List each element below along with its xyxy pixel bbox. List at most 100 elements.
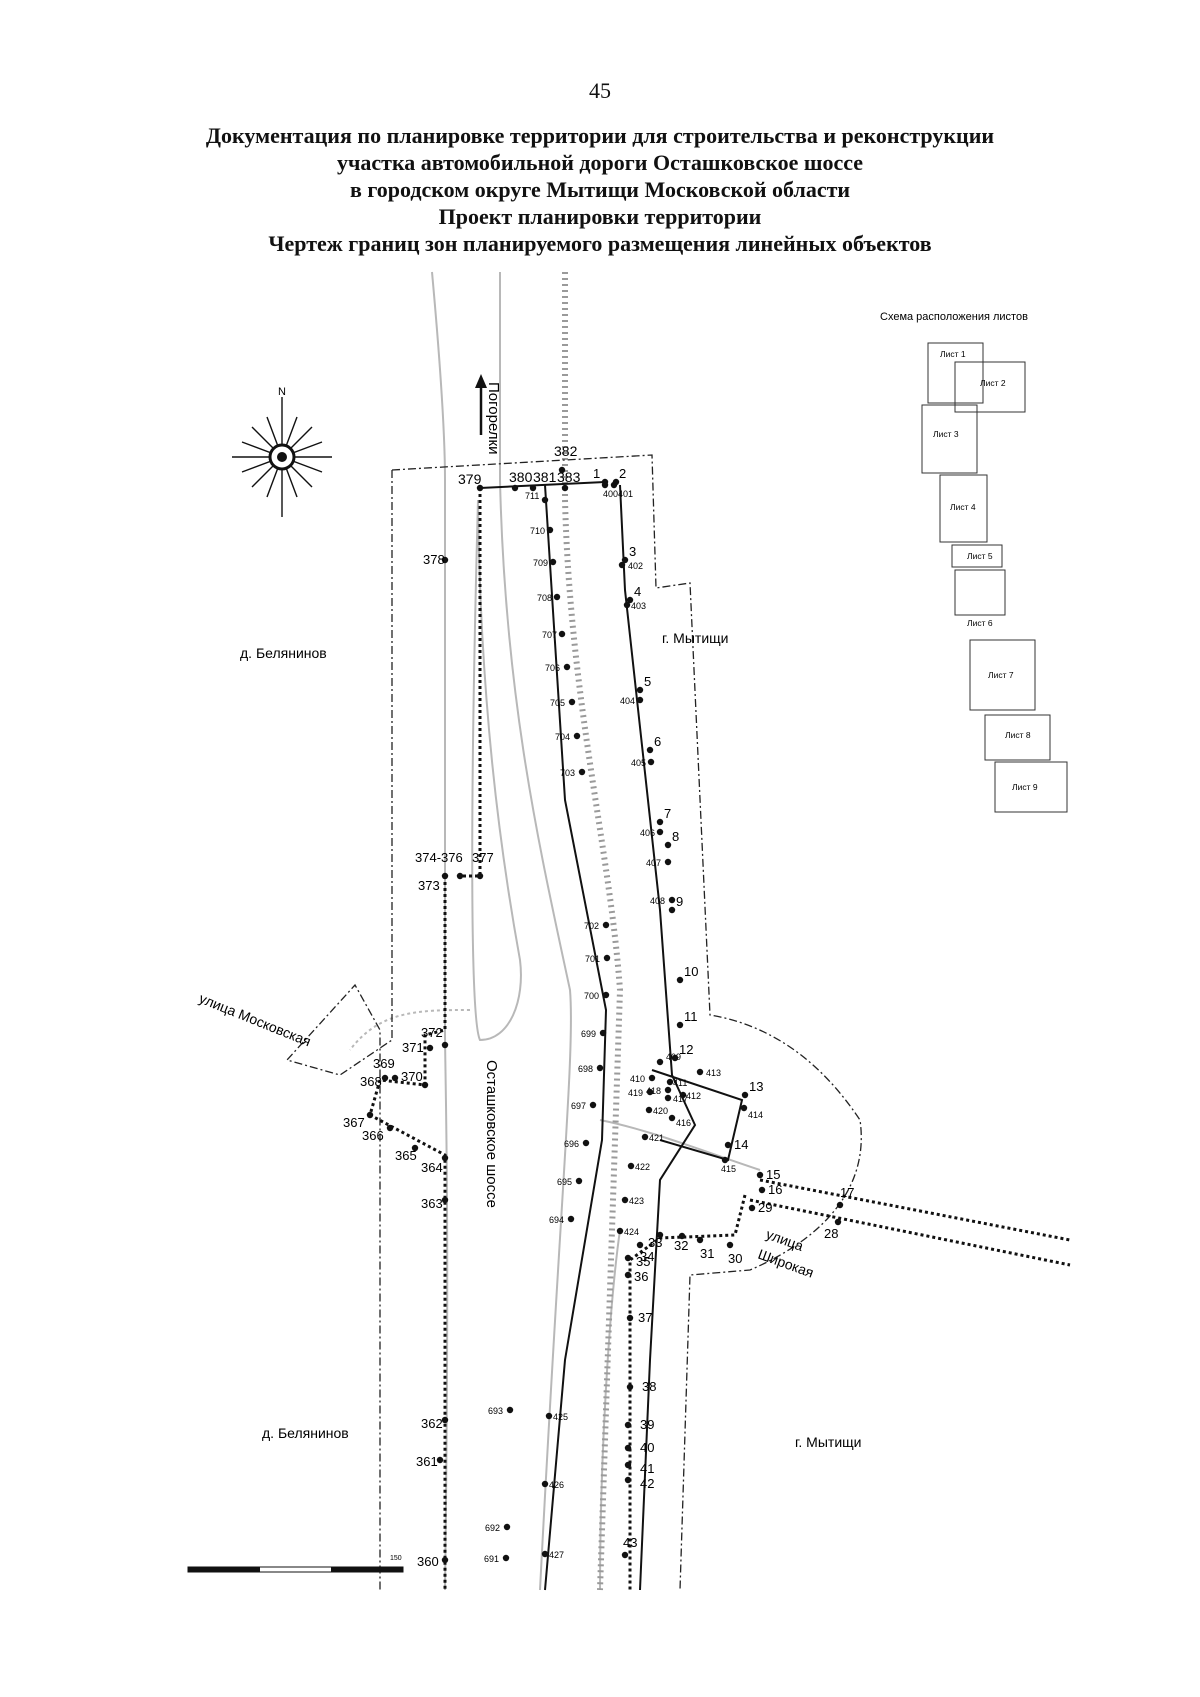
- point-marker: [602, 991, 610, 999]
- point-marker: [627, 1162, 635, 1170]
- point-label: 12: [679, 1042, 693, 1057]
- point-marker: [546, 526, 554, 534]
- point-marker: [621, 556, 629, 564]
- point-label: 41: [640, 1461, 654, 1476]
- point-label: 2: [619, 466, 626, 481]
- sheet-9-label: Лист 9: [1012, 782, 1038, 792]
- point-label: 700: [584, 991, 599, 1001]
- point-marker: [748, 1204, 756, 1212]
- point-label: 699: [581, 1029, 596, 1039]
- point-label: 705: [550, 698, 565, 708]
- point-label: 368: [360, 1074, 382, 1089]
- point-marker: [561, 484, 569, 492]
- point-marker: [664, 1086, 672, 1094]
- point-marker: [441, 1154, 449, 1162]
- sheet-6-label: Лист 6: [967, 618, 993, 628]
- point-marker: [636, 696, 644, 704]
- point-marker: [656, 1058, 664, 1066]
- point-label: 39: [640, 1417, 654, 1432]
- north-arrow-icon: [475, 374, 487, 435]
- point-marker: [578, 768, 586, 776]
- point-label: 403: [631, 601, 646, 611]
- point-marker: [549, 558, 557, 566]
- point-label: 31: [700, 1246, 714, 1261]
- point-label: 693: [488, 1406, 503, 1416]
- place-mytishchi-bottom: г. Мытищи: [795, 1434, 861, 1450]
- point-label: 402: [628, 561, 643, 571]
- point-marker: [679, 1091, 687, 1099]
- point-label: 702: [584, 921, 599, 931]
- point-marker: [721, 1156, 729, 1164]
- point-label: 3: [629, 544, 636, 559]
- compass-rose-icon: N: [232, 386, 332, 517]
- point-label: 418: [646, 1086, 661, 1096]
- point-marker: [696, 1068, 704, 1076]
- point-label: 427: [549, 1550, 564, 1560]
- point-marker: [541, 1550, 549, 1558]
- sheet-7-label: Лист 7: [988, 670, 1014, 680]
- point-marker: [647, 758, 655, 766]
- point-label: 701: [585, 954, 600, 964]
- point-marker: [599, 1029, 607, 1037]
- point-marker: [575, 1177, 583, 1185]
- point-marker: [836, 1201, 844, 1209]
- point-label: 16: [768, 1182, 782, 1197]
- point-marker: [545, 1412, 553, 1420]
- planning-boundary: [285, 454, 862, 1591]
- point-label: 374-376: [415, 850, 463, 865]
- point-label: 404: [620, 696, 635, 706]
- point-label: 7: [664, 806, 671, 821]
- pogorelki-label: Погорелки: [485, 382, 502, 455]
- point-marker: [624, 1444, 632, 1452]
- point-label: 14: [734, 1137, 748, 1152]
- point-label: 367: [343, 1115, 365, 1130]
- point-label: 42: [640, 1476, 654, 1491]
- point-label: 405: [631, 758, 646, 768]
- sheet-4-label: Лист 4: [950, 502, 976, 512]
- point-marker: [506, 1406, 514, 1414]
- point-label: 697: [571, 1101, 586, 1111]
- point-label: 400: [603, 489, 618, 499]
- point-label: 698: [578, 1064, 593, 1074]
- title-line-3: в городском округе Мытищи Московской обл…: [349, 177, 851, 202]
- point-label: 365: [395, 1148, 417, 1163]
- point-label: 33: [648, 1235, 662, 1250]
- sheet-scheme-title: Схема расположения листов: [880, 311, 1028, 323]
- point-marker: [567, 1215, 575, 1223]
- point-label: 425: [553, 1412, 568, 1422]
- point-marker: [441, 1416, 449, 1424]
- point-label: 694: [549, 1215, 564, 1225]
- point-label: 361: [416, 1454, 438, 1469]
- point-marker: [668, 896, 676, 904]
- point-marker: [624, 1476, 632, 1484]
- point-label: 34: [640, 1249, 654, 1264]
- point-label: 29: [758, 1200, 772, 1215]
- point-label: 424: [624, 1227, 639, 1237]
- point-label: 401: [618, 489, 633, 499]
- point-label: 711: [525, 491, 539, 501]
- point-label: 5: [644, 674, 651, 689]
- point-marker: [636, 686, 644, 694]
- point-marker: [756, 1171, 764, 1179]
- road-background: [349, 271, 761, 1591]
- compass-n-label: N: [278, 386, 286, 398]
- point-marker: [601, 478, 609, 486]
- point-label: 373: [418, 878, 440, 893]
- point-marker: [441, 1556, 449, 1564]
- point-marker: [421, 1081, 429, 1089]
- point-label: 420: [653, 1106, 668, 1116]
- point-label: 370: [401, 1069, 423, 1084]
- point-label: 696: [564, 1139, 579, 1149]
- point-label: 691: [484, 1554, 499, 1564]
- point-label: 40: [640, 1440, 654, 1455]
- point-label: 410: [630, 1074, 645, 1084]
- point-marker: [724, 1141, 732, 1149]
- point-label: 32: [674, 1238, 688, 1253]
- point-label: 413: [706, 1068, 721, 1078]
- point-marker: [676, 1021, 684, 1029]
- point-marker: [834, 1218, 842, 1226]
- point-label: 703: [560, 768, 575, 778]
- point-marker: [582, 1139, 590, 1147]
- point-label: 707: [542, 630, 557, 640]
- scale-bar: 150: [187, 1555, 404, 1573]
